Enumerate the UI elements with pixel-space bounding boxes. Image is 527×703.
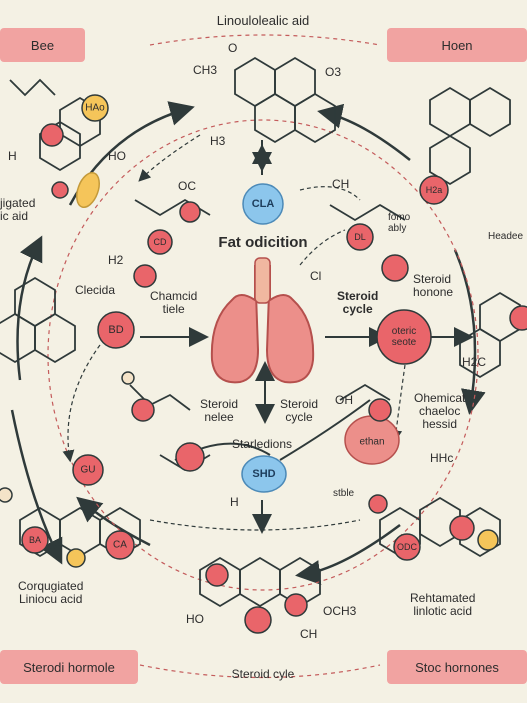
label-clecida: Clecida bbox=[75, 283, 116, 297]
node-odc: ODC bbox=[397, 542, 417, 552]
center-bottom-text: Starledions bbox=[231, 437, 293, 451]
node-hao: HAo bbox=[85, 102, 105, 114]
formula-oh: OH bbox=[335, 393, 353, 407]
cla-badge: CLA bbox=[251, 198, 275, 210]
cycle-arrows bbox=[10, 101, 486, 585]
formula-o: O bbox=[228, 41, 238, 55]
label-conj-left: jigated ic aid bbox=[0, 196, 36, 223]
top-title: Linoulolealic aid bbox=[216, 13, 310, 28]
formula-oc: OC bbox=[178, 179, 196, 193]
formula-cl: Cl bbox=[310, 269, 322, 283]
label-conj-bottom: Corqugiated Liniocu acid bbox=[18, 579, 84, 606]
formula-ch3: CH3 bbox=[193, 63, 218, 77]
formula-h2: H2 bbox=[108, 253, 124, 267]
node-h2a: H2a bbox=[425, 185, 443, 195]
label-och3: OCH3 bbox=[323, 604, 357, 618]
corner-label-top-right: Hoen bbox=[387, 28, 527, 62]
label-steroid-cycle-mid: Steroid cycle bbox=[337, 289, 379, 316]
accent-blobs bbox=[76, 171, 400, 465]
label-chamcid: Chamcid tiele bbox=[150, 289, 198, 316]
formula-ho: HO bbox=[108, 149, 126, 163]
formula-h: H bbox=[8, 149, 17, 163]
label-stble: stble bbox=[333, 488, 355, 499]
badges bbox=[241, 183, 287, 493]
label-ch-bottom: CH bbox=[300, 627, 318, 641]
label-hhc: HHc bbox=[430, 451, 454, 465]
label-fomo: fomo ably bbox=[388, 212, 411, 234]
molecule-skeletons bbox=[0, 56, 521, 608]
label-rehtamated: Rehtamated linlotic acid bbox=[410, 591, 476, 618]
node-ethan: ethan bbox=[359, 436, 385, 448]
label-steroid-cyle: Steroid cyle bbox=[231, 667, 295, 681]
center-title: Fat odicition bbox=[218, 234, 308, 251]
formula-o3: O3 bbox=[325, 65, 342, 79]
corner-label-top-left: Bee bbox=[0, 28, 85, 62]
lungs-illustration bbox=[210, 257, 315, 384]
center-right-text: Steroid cycle bbox=[280, 397, 319, 424]
label-steroid-hormone: Steroid honone bbox=[413, 272, 454, 299]
formula-h2c: H2C bbox=[462, 355, 487, 369]
center-left-text: Steroid nelee bbox=[200, 397, 239, 424]
atom-nodes bbox=[0, 94, 527, 634]
formula-h3: H3 bbox=[210, 134, 226, 148]
node-bd: BD bbox=[108, 324, 124, 336]
node-dl: DL bbox=[354, 232, 366, 242]
corner-label-bottom-right: Stoc hornones bbox=[387, 650, 527, 684]
shd-badge: SHD bbox=[252, 468, 276, 480]
dashed-cycle bbox=[47, 34, 479, 679]
corner-label-bottom-left: Sterodi hormole bbox=[0, 650, 138, 684]
node-oteric: oteric seote bbox=[391, 326, 417, 348]
dashed-links bbox=[62, 134, 406, 531]
node-ba: BA bbox=[28, 535, 42, 545]
label-ohemicat: Ohemicat chaeloc hessid bbox=[414, 391, 466, 431]
label-ho: HO bbox=[186, 612, 204, 626]
node-gu: GU bbox=[80, 464, 96, 476]
label-h-center: H bbox=[230, 495, 239, 509]
node-qd: CD bbox=[153, 237, 167, 247]
formula-ch: CH bbox=[332, 177, 350, 191]
node-ca: CA bbox=[113, 539, 127, 551]
label-hmedee: Headee bbox=[488, 231, 524, 242]
